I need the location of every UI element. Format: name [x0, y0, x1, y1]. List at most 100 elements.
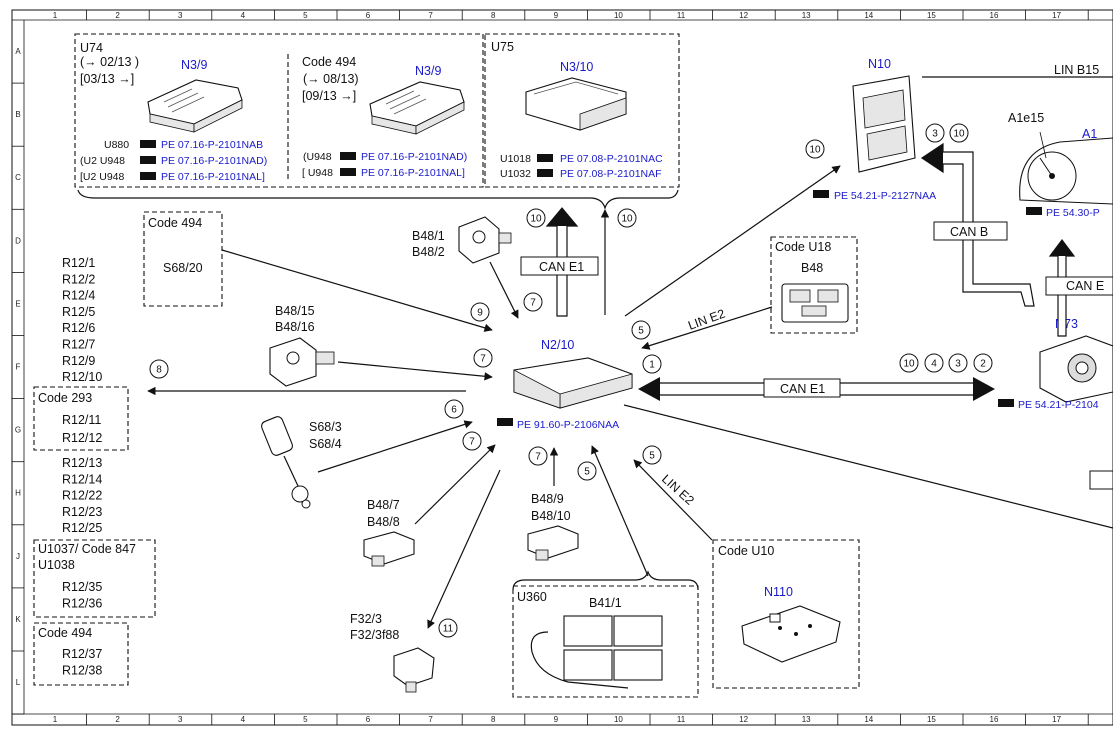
marker-number: 6: [451, 405, 457, 416]
grid-col-bottom: 15: [927, 715, 936, 724]
seat-mat-b41-1-icon: [530, 615, 663, 689]
grid-col-bottom: 17: [1052, 715, 1061, 724]
n10-ref[interactable]: PE 54.21-P-2127NAA: [834, 190, 936, 202]
b48-1-label: B48/1: [412, 229, 445, 243]
u74-ref-5-code: [ U948: [302, 167, 333, 179]
marker-circle: [617, 208, 637, 228]
resistor-label: R12/4: [62, 289, 95, 303]
u74-ref-3[interactable]: PE 07.16-P-2101NAL]: [161, 171, 265, 183]
sensor-b48-icon: [781, 283, 849, 323]
grid-col-bottom: 11: [677, 715, 686, 724]
ignition-switch-n73-icon: [1039, 335, 1113, 403]
a1-ref[interactable]: PE 54.30-P: [1046, 207, 1100, 219]
grid-col-top: 14: [864, 11, 873, 20]
a1-label: A1: [1082, 127, 1097, 141]
code-494-label: Code 494: [302, 55, 356, 69]
marker-circle: [523, 292, 543, 312]
u74-ref-1[interactable]: PE 07.16-P-2101NAB: [161, 139, 263, 151]
can-e1-horizontal-bus: [638, 377, 995, 401]
marker-circle: [925, 123, 945, 143]
code-293-box: [33, 386, 129, 451]
b48-8-label: B48/8: [367, 515, 400, 529]
marker-number: 3: [955, 359, 961, 370]
b48-label: B48: [801, 261, 823, 275]
marker-circle: [973, 353, 993, 373]
u75-ref-2[interactable]: PE 07.08-P-2101NAF: [560, 168, 662, 180]
grid-col-top: 5: [303, 11, 308, 20]
u75-title: U75: [491, 40, 514, 54]
reference-hand-icon: [998, 399, 1014, 407]
code-494-date-1: (→ 08/13): [303, 72, 359, 86]
marker-number: 10: [621, 214, 633, 225]
code-494-date-2: [09/13 →]: [302, 89, 356, 103]
marker-circle: [949, 123, 969, 143]
u74-ecu-label: N3/9: [181, 58, 207, 72]
u74-ref-4[interactable]: PE 07.16-P-2101NAD): [361, 151, 467, 163]
marker-number: 9: [477, 308, 483, 319]
instrument-cluster-icon: [1019, 131, 1113, 205]
grid-col-top: 9: [554, 11, 559, 20]
marker-circle: [149, 359, 169, 379]
marker-number: 11: [443, 624, 454, 635]
b48-9-label: B48/9: [531, 492, 564, 506]
grid-col-top: 12: [739, 11, 748, 20]
grid-row-label: C: [15, 173, 21, 182]
code-847-sub: U1038: [38, 558, 75, 572]
can-e1-vertical-label-box: [520, 256, 599, 276]
b48-10-label: B48/10: [531, 509, 571, 523]
u74-ref-2-code: (U2 U948: [80, 155, 125, 167]
n73-ref[interactable]: PE 54.21-P-2104: [1018, 399, 1099, 411]
grid-col-top: 6: [366, 11, 371, 20]
grid-col-top: 13: [802, 11, 811, 20]
marker-circle: [924, 353, 944, 373]
resistor-label: R12/22: [62, 489, 102, 503]
f32-3f88-label: F32/3f88: [350, 628, 399, 642]
b48-16-label: B48/16: [275, 320, 315, 334]
engine-group-brace: [77, 189, 679, 211]
code-u18-label: Code U18: [775, 240, 831, 254]
sensor-b48-7-icon: [363, 531, 415, 567]
grid-col-top: 8: [491, 11, 496, 20]
grid-col-top: 7: [428, 11, 433, 20]
sensor-b48-1-icon: [458, 216, 512, 264]
resistor-label: R12/13: [62, 456, 102, 470]
a1e15-label: A1e15: [1008, 111, 1044, 125]
grid-col-bottom: 5: [303, 715, 308, 724]
grid-col-bottom: 1: [53, 715, 58, 724]
grid-col-bottom: 14: [864, 715, 873, 724]
reference-hand-icon: [1026, 207, 1042, 215]
code-494-res-box: [33, 622, 129, 686]
u75-ref-2-code: U1032: [500, 168, 531, 180]
n10-label: N10: [868, 57, 891, 71]
marker-circle: [528, 446, 548, 466]
module-n2-10-icon: [513, 357, 633, 409]
grid-col-bottom: 6: [366, 715, 371, 724]
module-n110-icon: [741, 605, 841, 663]
grid-row-label: E: [15, 299, 20, 308]
u74-ref-5[interactable]: PE 07.16-P-2101NAL]: [361, 167, 465, 179]
u75-ref-1-code: U1018: [500, 153, 531, 165]
grid-row-label: D: [15, 236, 21, 245]
marker-number: 10: [953, 129, 965, 140]
n2-10-ref[interactable]: PE 91.60-P-2106NAA: [517, 419, 619, 431]
marker-number: 5: [638, 326, 644, 337]
reference-hand-icon: [813, 190, 829, 198]
resistor-label: R12/14: [62, 472, 102, 486]
u74-ref-2[interactable]: PE 07.16-P-2101NAD): [161, 155, 267, 167]
grid-col-top: 17: [1052, 11, 1061, 20]
n2-10-label: N2/10: [541, 338, 574, 352]
marker-circle: [473, 348, 493, 368]
u74-ref-4-code: (U948: [303, 151, 332, 163]
resistor-label: R12/25: [62, 521, 102, 535]
marker-number: 8: [156, 365, 162, 376]
u75-ref-1[interactable]: PE 07.08-P-2101NAC: [560, 153, 663, 165]
marker-circle: [805, 139, 825, 159]
marker-number: 10: [530, 214, 542, 225]
resistor-label: R12/36: [62, 597, 102, 611]
code-847-box: [33, 539, 156, 618]
frame-border: [11, 9, 1113, 726]
marker-number: 3: [932, 129, 938, 140]
grid-col-bottom: 12: [739, 715, 748, 724]
grid-row-label: F: [16, 363, 21, 372]
